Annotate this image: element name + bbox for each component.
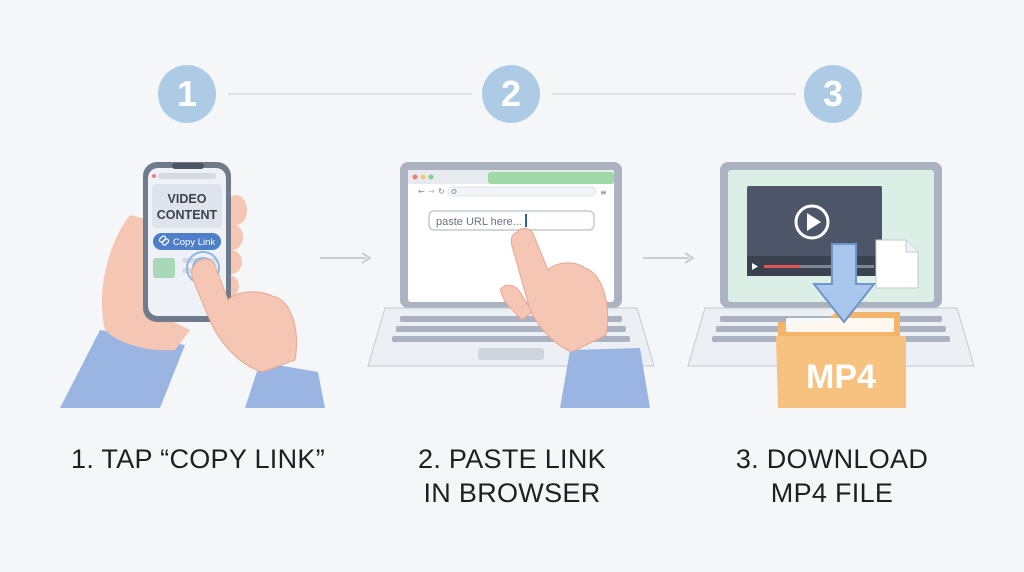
forward-icon[interactable]: → xyxy=(428,187,435,196)
step-1-badge: 1 xyxy=(158,65,216,123)
text-cursor xyxy=(525,214,527,227)
thumb xyxy=(499,284,533,321)
window-close-dot xyxy=(412,174,418,180)
folder-icon xyxy=(776,336,906,408)
window-max-dot xyxy=(428,174,434,180)
laptop-2-trackpad xyxy=(478,348,544,360)
back-icon[interactable]: ← xyxy=(418,187,425,196)
document-fold xyxy=(905,240,918,253)
step-connector-1-2 xyxy=(228,93,472,95)
browser-active-tab xyxy=(488,172,614,184)
video-content-line-2: CONTENT xyxy=(157,208,218,222)
url-input-placeholder: paste URL here... xyxy=(436,216,522,228)
step-3-badge: 3 xyxy=(804,65,862,123)
browser-address-bar[interactable] xyxy=(447,186,597,197)
url-input[interactable] xyxy=(428,210,595,231)
step-2-sleeve xyxy=(560,348,650,408)
right-sleeve xyxy=(245,362,325,408)
step-1-illustration: VIDEO CONTENT Copy Link xyxy=(60,162,325,408)
phone-address-bar xyxy=(158,173,216,179)
link-icon xyxy=(158,235,170,246)
video-content-line-1: VIDEO xyxy=(168,192,207,206)
play-icon-triangle xyxy=(807,213,821,231)
copy-link-label: Copy Link xyxy=(173,237,215,248)
folder-paper xyxy=(786,318,894,332)
flow-arrow-1 xyxy=(320,252,372,264)
thumbnail-placeholder xyxy=(153,258,175,278)
step-3-caption: 3. DOWNLOAD MP4 FILE xyxy=(682,442,982,510)
step-2-caption-line-1: 2. PASTE LINK xyxy=(418,444,606,474)
progress-fill xyxy=(764,265,800,268)
download-arrow-icon xyxy=(811,243,877,324)
small-play-icon[interactable] xyxy=(752,263,758,270)
play-icon[interactable] xyxy=(794,204,830,240)
pointing-hand xyxy=(510,228,609,353)
mp4-label: MP4 xyxy=(806,358,876,396)
progress-track[interactable] xyxy=(764,265,874,268)
video-content-card xyxy=(152,184,222,228)
step-3-caption-line-1: 3. DOWNLOAD xyxy=(735,444,929,474)
refresh-icon[interactable]: ↻ xyxy=(438,187,445,196)
step-2-badge: 2 xyxy=(482,65,540,123)
step-3-caption-line-2: MP4 FILE xyxy=(770,478,894,508)
step-3-illustration: MP4 xyxy=(687,162,975,408)
phone-notch xyxy=(172,163,204,169)
step-connector-2-3 xyxy=(552,93,796,95)
step-2-caption-line-2: IN BROWSER xyxy=(423,478,601,508)
tapping-hand xyxy=(191,258,297,373)
step-1-caption-line-1: 1. TAP “COPY LINK” xyxy=(71,444,325,474)
step-2-caption: 2. PASTE LINK IN BROWSER xyxy=(362,442,662,510)
menu-icon[interactable]: ≡ xyxy=(600,188,607,197)
step-1-caption: 1. TAP “COPY LINK” xyxy=(48,442,348,476)
copy-link-button[interactable] xyxy=(153,233,221,250)
phone-status-dot xyxy=(152,174,156,178)
window-min-dot xyxy=(420,174,426,180)
step-2-illustration: ← → ↻ ≡ paste URL here... xyxy=(367,162,655,408)
flow-arrow-2 xyxy=(643,252,695,264)
search-icon xyxy=(451,189,457,194)
